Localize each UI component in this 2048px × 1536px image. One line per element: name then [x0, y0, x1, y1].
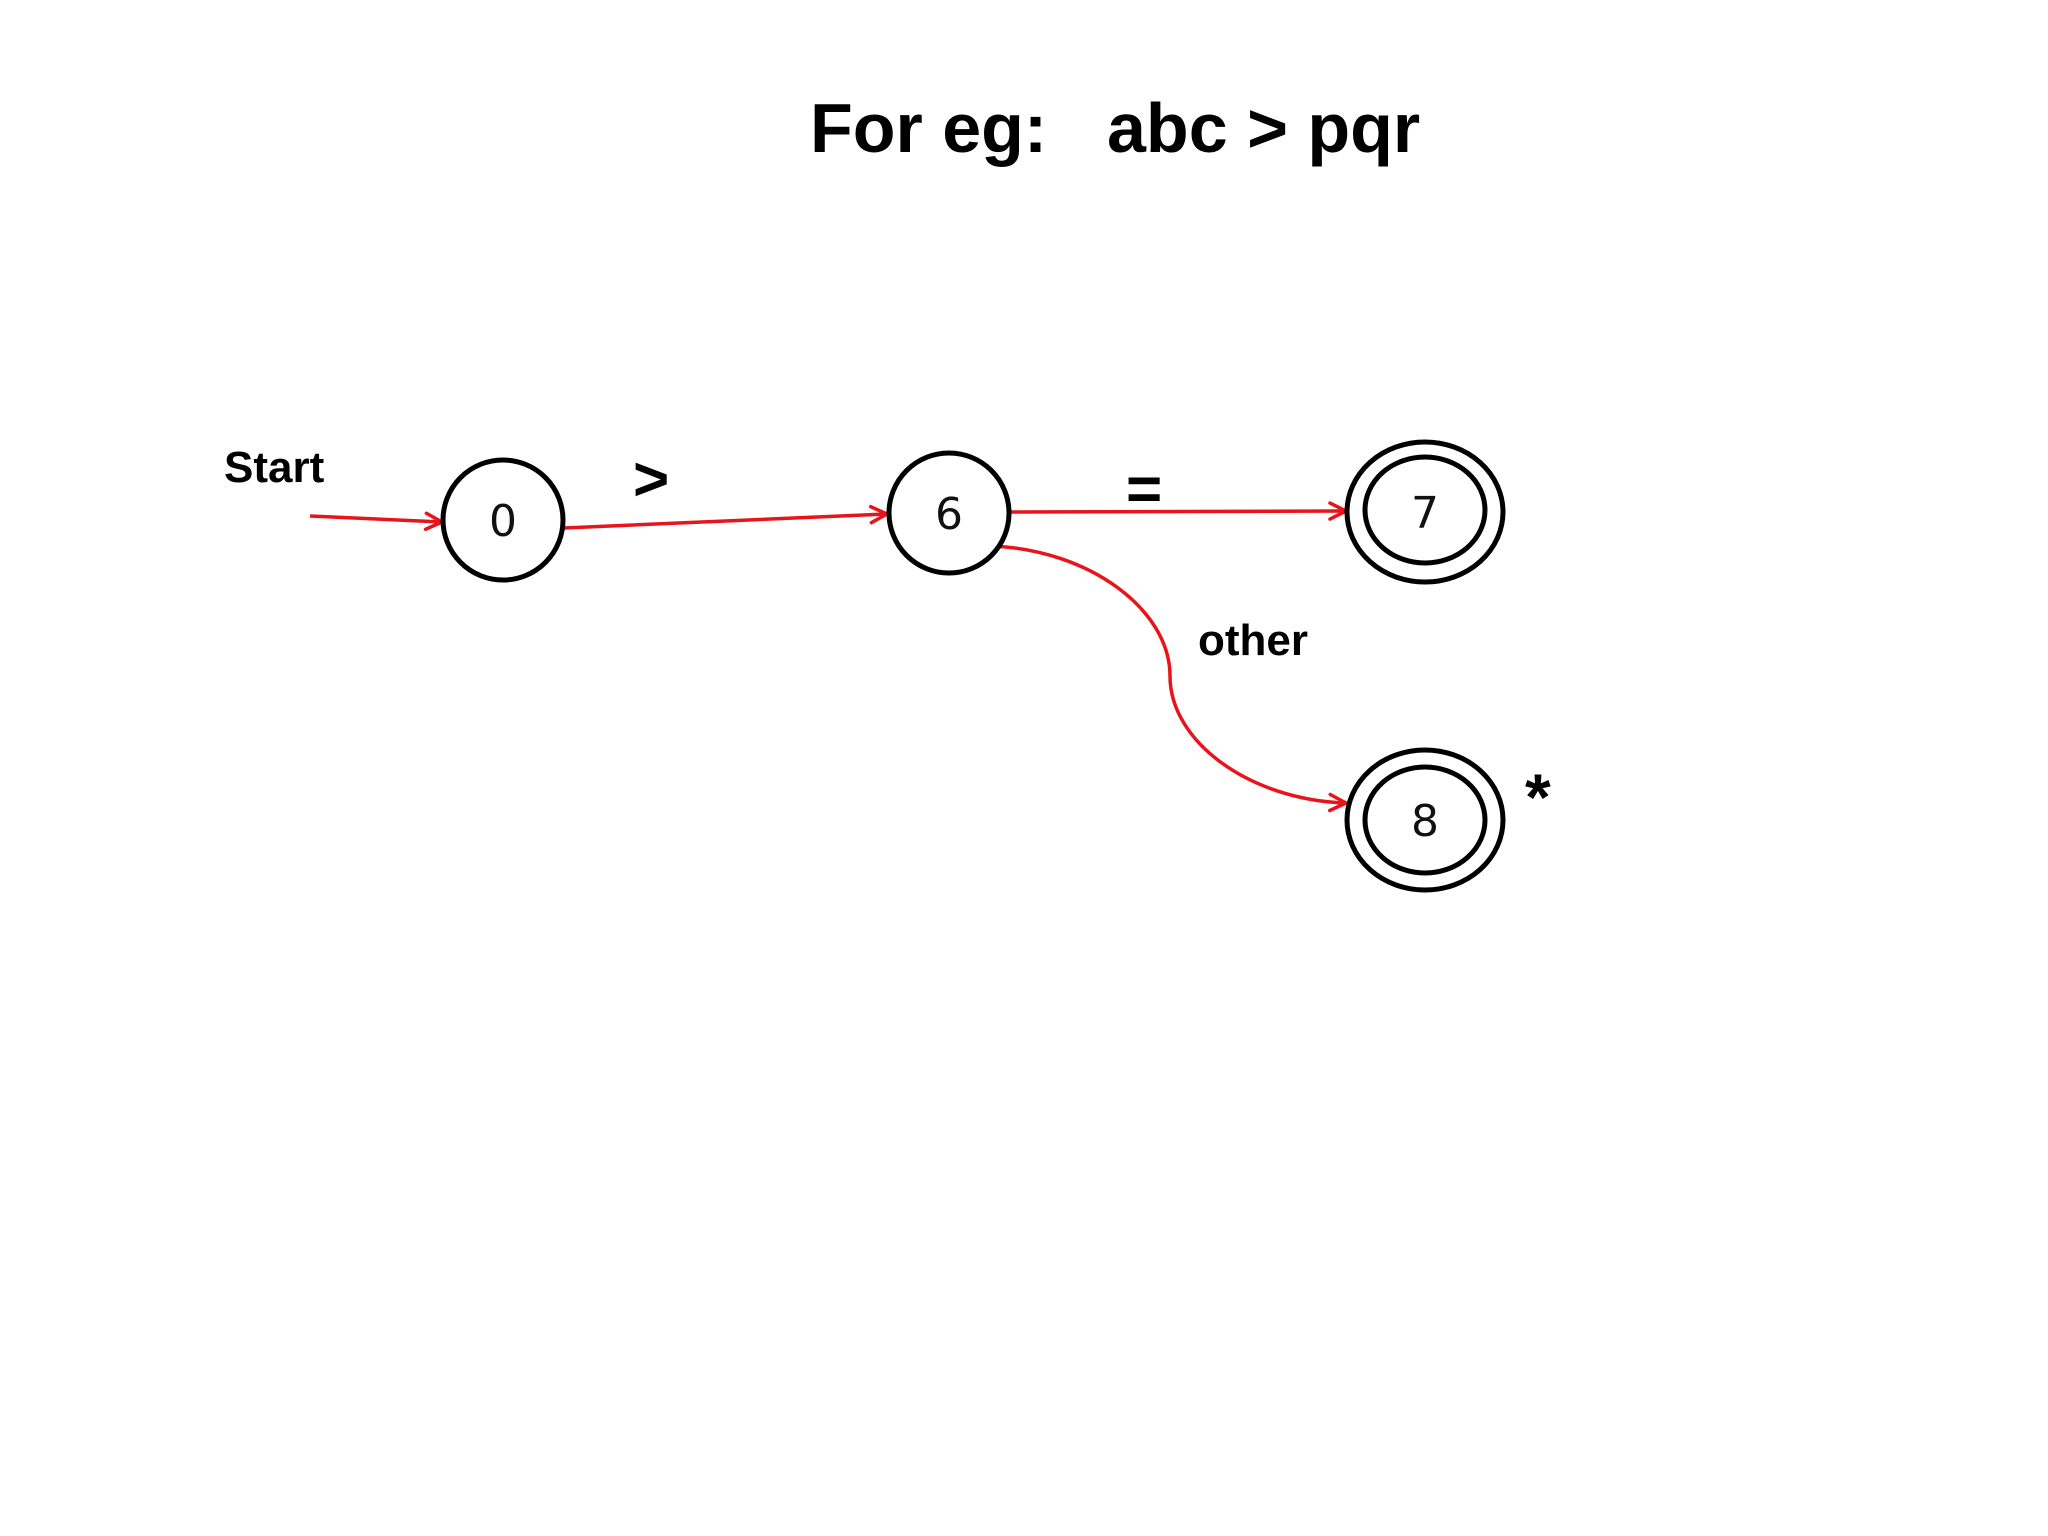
edge-label-other: other [1198, 616, 1308, 665]
state-8-label: 8 [1411, 796, 1439, 847]
edge-0-to-6 [563, 504, 889, 530]
state-0-label: 0 [489, 496, 517, 547]
title-example: abc > pqr [1107, 89, 1420, 167]
edge-start-to-0 [309, 511, 444, 532]
edge-label-greater: > [633, 445, 669, 514]
start-label: Start [224, 443, 325, 492]
state-7-accepting: 7 [1344, 439, 1506, 585]
edge-6-to-7 [1009, 501, 1348, 521]
edge-label-equals: = [1126, 455, 1162, 524]
state-7-label: 7 [1411, 488, 1439, 539]
state-0: 0 [440, 457, 566, 583]
edge-6-to-8 [991, 544, 1348, 813]
state-8-accepting: 8 [1344, 747, 1506, 893]
state-6: 6 [886, 450, 1012, 576]
retract-marker: * [1525, 760, 1551, 834]
title-prefix: For eg: [810, 89, 1047, 167]
state-6-label: 6 [935, 489, 963, 540]
